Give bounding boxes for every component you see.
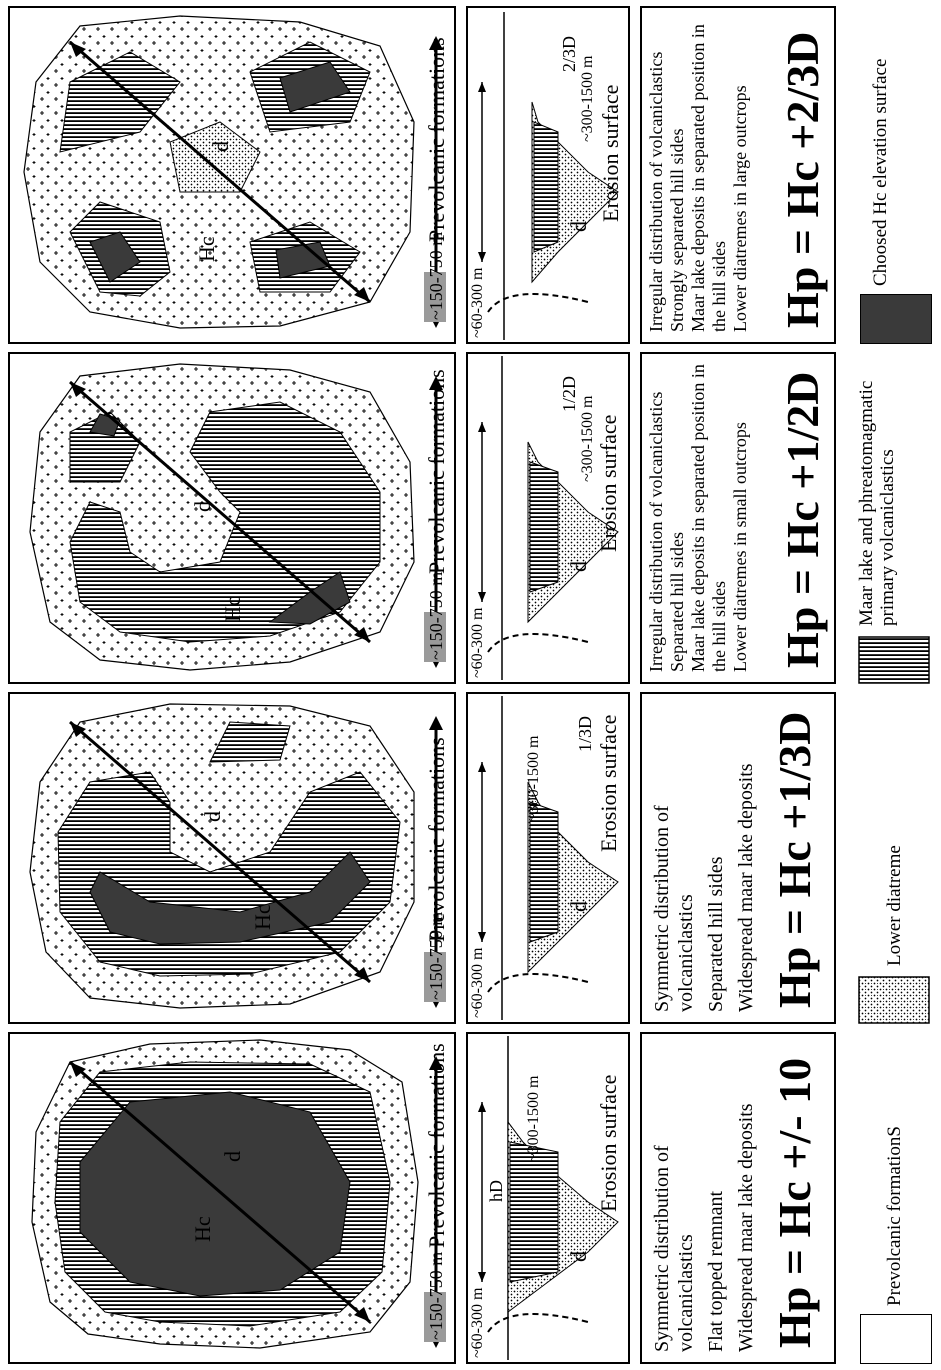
- d-label-map-4: d: [208, 141, 233, 152]
- map-box-4: d Hc ~150-750 m Prevolcanic formations: [8, 6, 456, 344]
- section-title-2: Erosion surface: [598, 715, 620, 852]
- legend-item-lower-diatreme: Lower diatreme: [854, 692, 938, 1024]
- plan-view-map-3: Hc d ~150-750 m: [10, 354, 454, 682]
- scale-label-4: ~150-750 m: [426, 232, 446, 320]
- description-2: Symmetric distribution of volcaniclastic…: [650, 702, 758, 1012]
- depth-label-1: ~60-300 m: [470, 1288, 486, 1358]
- section-box-1: hD Erosion surface d ~60-300 m ~300-1500…: [466, 1032, 630, 1364]
- section-box-4: Erosion surface d ~60-300 m ~300-1500 m …: [466, 6, 630, 344]
- section-title-3: Erosion surface: [598, 415, 620, 552]
- section-box-2: Erosion surface d ~60-300 m ~300-1500 m …: [466, 692, 630, 1024]
- width-label-1: ~300-1500 m: [526, 1076, 542, 1162]
- section-d-label-2: d: [568, 901, 590, 912]
- hc-label-3: Hc: [220, 596, 245, 622]
- plan-view-map-1: Hc d ~150-750 m: [10, 1034, 454, 1362]
- legend-label: Maar lake and phreatomagmatic primary vo…: [856, 356, 898, 626]
- legend-label: Choosed Hc elevation surface: [870, 16, 891, 286]
- legend-swatch-vlines: [858, 634, 932, 684]
- description-line: Separated hill sides: [704, 702, 728, 1012]
- description-line: Lower diatremes in small outcrops: [730, 362, 751, 672]
- d-label-map-2: d: [200, 811, 225, 822]
- hc-label-2: Hc: [250, 904, 275, 930]
- description-line: Strongly separated hill sides: [667, 16, 688, 332]
- legend-item-maar-lake: Maar lake and phreatomagmatic primary vo…: [854, 352, 938, 684]
- legend: Prevolcanic formationS Lower diatreme Ma…: [850, 0, 938, 1370]
- formation-label-1: Prevolcanic formations: [426, 1043, 448, 1248]
- formula-1: Hp = Hc +/- 10: [768, 1058, 821, 1348]
- depth-label-4: ~60-300 m: [470, 268, 486, 338]
- description-line: Symmetric distribution of volcaniclastic…: [650, 1042, 698, 1352]
- description-line: Maar lake deposits in separated position…: [688, 16, 730, 332]
- description-box-1: Symmetric distribution of volcaniclastic…: [640, 1032, 836, 1364]
- scale-label-3: ~150-750 m: [426, 572, 446, 660]
- formula-2: Hp = Hc +1/3D: [768, 712, 821, 1008]
- plan-view-map-2: Hc d ~150-750 m: [10, 694, 454, 1022]
- section-box-3: Erosion surface d ~60-300 m ~300-1500 m …: [466, 352, 630, 684]
- section-title-1: Erosion surface: [598, 1075, 620, 1212]
- legend-swatch-blank: [860, 1314, 932, 1364]
- description-box-3: Irregular distribution of volcaniclastic…: [640, 352, 836, 684]
- level-label-2: 1/3D: [576, 716, 594, 752]
- description-4: Irregular distribution of volcaniclastic…: [646, 16, 751, 332]
- description-3: Irregular distribution of volcaniclastic…: [646, 362, 751, 672]
- d-label-map-1: d: [220, 1151, 245, 1162]
- formation-label-4: Prevolcanic formations: [426, 37, 448, 242]
- level-label-3: 1/2D: [560, 376, 578, 412]
- legend-item-hc-surface: Choosed Hc elevation surface: [854, 6, 938, 344]
- width-label-2: ~300-1500 m: [526, 736, 542, 822]
- formula-4: Hp = Hc +2/3D: [776, 32, 829, 328]
- formula-3: Hp = Hc +1/2D: [776, 372, 829, 668]
- hc-label-1: Hc: [190, 1216, 215, 1242]
- section-title-4: Erosion surface: [600, 85, 622, 222]
- map-box-2: Hc d ~150-750 m Prevolcanic formations: [8, 692, 456, 1024]
- section-d-label-3: d: [568, 561, 590, 572]
- description-line: Lower diatremes in large outcrops: [730, 16, 751, 332]
- description-line: Maar lake deposits in separated position…: [688, 362, 730, 672]
- depth-label-3: ~60-300 m: [470, 608, 486, 678]
- description-1: Symmetric distribution of volcaniclastic…: [650, 1042, 758, 1352]
- legend-label: Prevolcanic formationS: [884, 1036, 905, 1306]
- section-d-label-4: d: [568, 221, 590, 232]
- legend-swatch-dark: [860, 294, 932, 344]
- description-box-4: Irregular distribution of volcaniclastic…: [640, 6, 836, 344]
- plan-view-map-4: d Hc ~150-750 m: [10, 8, 454, 342]
- d-label-map-3: d: [190, 501, 215, 512]
- width-label-3: ~300-1500 m: [580, 396, 596, 482]
- formation-label-2: Prevolcanic formations: [426, 737, 448, 942]
- description-line: Widespread maar lake deposits: [734, 702, 758, 1012]
- description-line: Irregular distribution of volcaniclastic…: [646, 16, 667, 332]
- legend-swatch-dots: [858, 974, 932, 1024]
- description-line: Separated hill sides: [667, 362, 688, 672]
- hd-label-1: hD: [486, 1180, 506, 1202]
- map-box-1: Hc d ~150-750 m Prevolcanic formations: [8, 1032, 456, 1364]
- description-line: Irregular distribution of volcaniclastic…: [646, 362, 667, 672]
- map-box-3: Hc d ~150-750 m Prevolcanic formations: [8, 352, 456, 684]
- formation-label-3: Prevolcanic formations: [426, 369, 448, 574]
- legend-label: Lower diatreme: [884, 696, 905, 966]
- description-line: Flat topped remnant: [704, 1042, 728, 1352]
- section-d-label-1: d: [568, 1251, 590, 1262]
- description-line: Symmetric distribution of volcaniclastic…: [650, 702, 698, 1012]
- hc-label-4: Hc: [194, 236, 219, 262]
- scale-label-1: ~150-750 m: [426, 1252, 446, 1340]
- width-label-4: ~300-1500 m: [580, 56, 596, 142]
- depth-label-2: ~60-300 m: [470, 948, 486, 1018]
- description-line: Widespread maar lake deposits: [734, 1042, 758, 1352]
- level-label-4: 2/3D: [560, 36, 578, 72]
- description-box-2: Symmetric distribution of volcaniclastic…: [640, 692, 836, 1024]
- legend-item-prevolcanic: Prevolcanic formationS: [854, 1032, 938, 1364]
